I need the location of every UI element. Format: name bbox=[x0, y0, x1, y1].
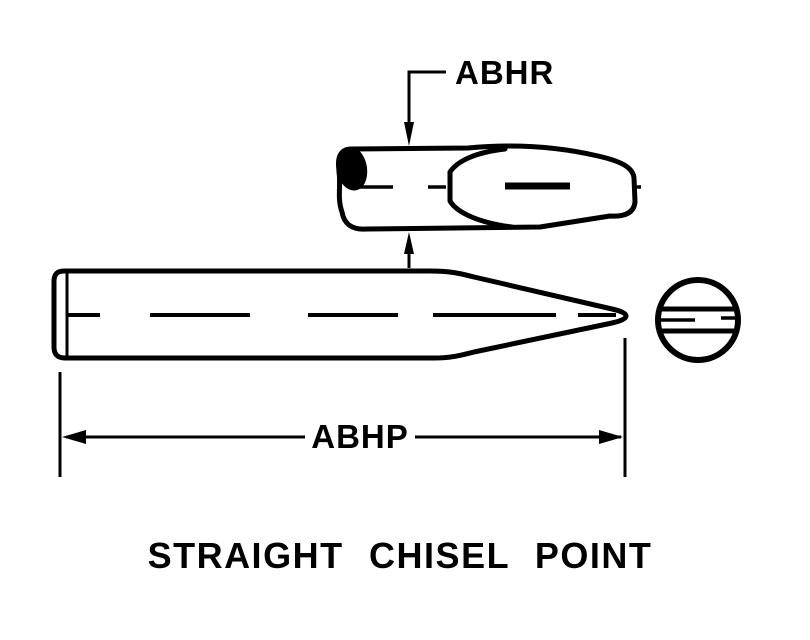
end-view-centerline bbox=[658, 316, 739, 322]
abhr-leader-line bbox=[407, 70, 446, 124]
abhp-dimension: ABHP bbox=[58, 338, 627, 477]
detail-outline bbox=[336, 143, 638, 232]
ground-face-oval bbox=[447, 146, 515, 230]
abhp-label: ABHP bbox=[311, 418, 409, 455]
arrowhead-left bbox=[62, 430, 86, 444]
abhr-arrow-down bbox=[404, 122, 414, 146]
abhr-dimension: ABHR bbox=[404, 54, 554, 268]
side-view-punch bbox=[51, 268, 629, 361]
detail-break-blob bbox=[336, 146, 368, 191]
punch-outline bbox=[51, 268, 629, 361]
arrowhead-right bbox=[599, 430, 623, 444]
drawing-title: STRAIGHT CHISEL POINT bbox=[148, 535, 653, 576]
abhr-arrow-up bbox=[404, 232, 414, 254]
detail-view-chisel-face bbox=[336, 143, 641, 232]
end-view bbox=[655, 277, 741, 363]
abhr-label: ABHR bbox=[455, 54, 554, 91]
